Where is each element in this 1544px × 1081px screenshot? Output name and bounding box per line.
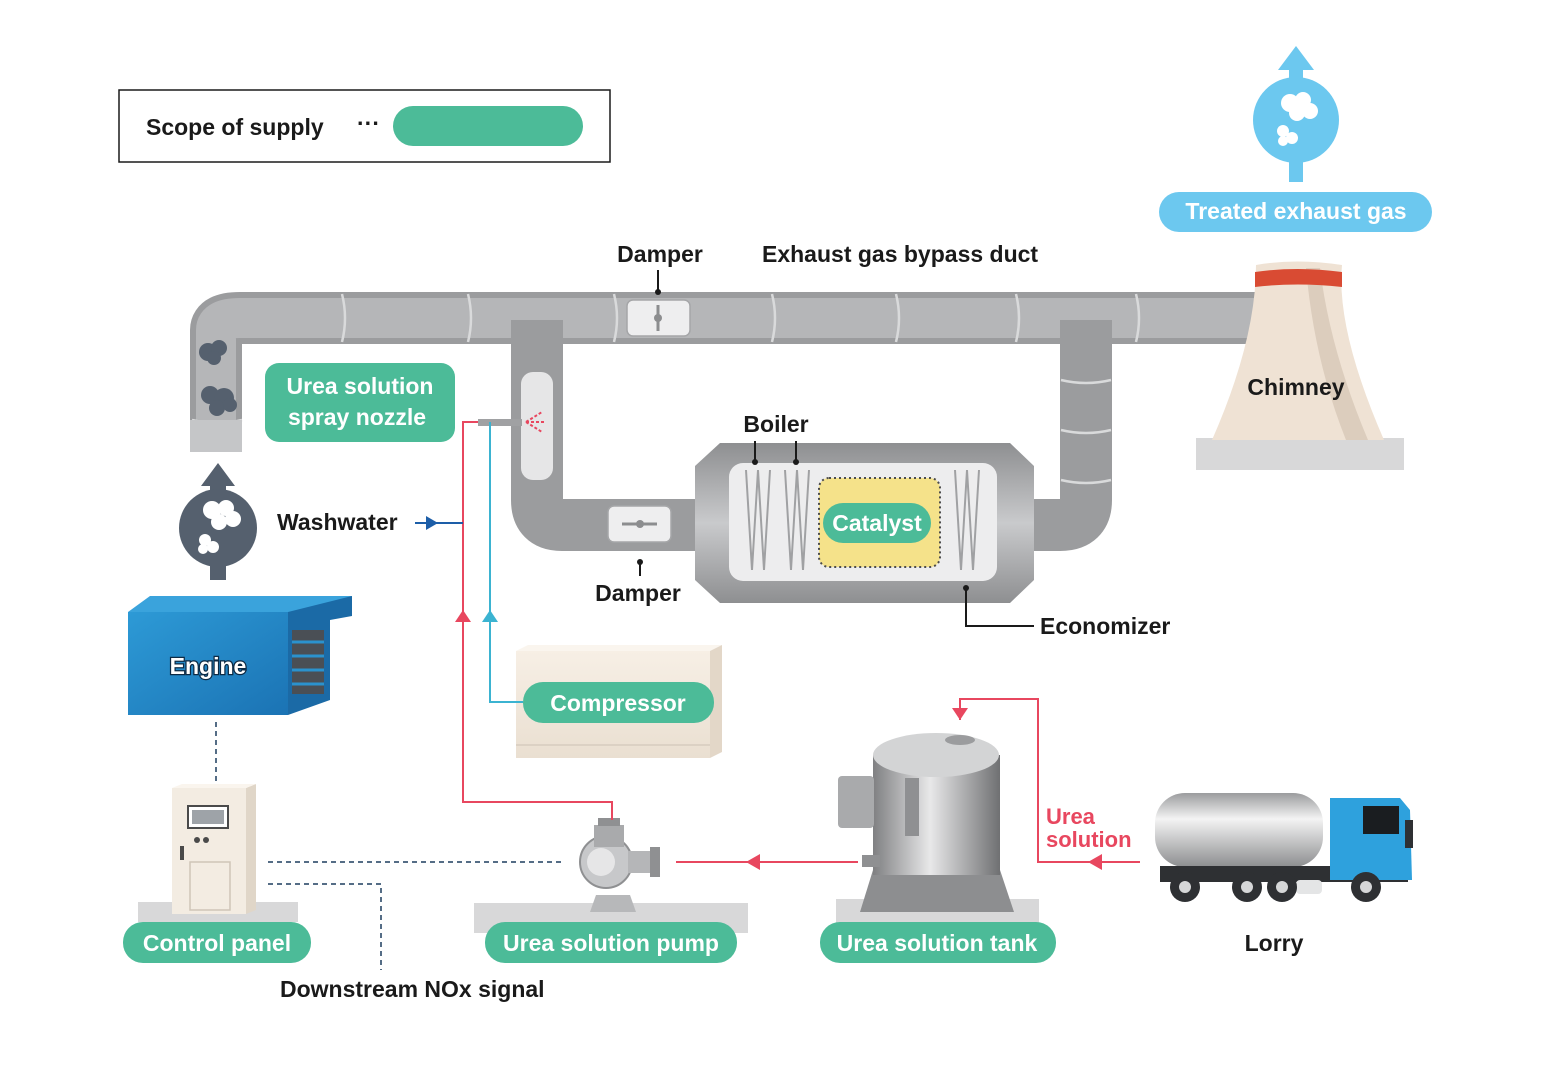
- washwater-label: Washwater: [277, 509, 398, 535]
- chimney-label: Chimney: [1247, 374, 1344, 400]
- spray-nozzle-pill: [265, 363, 455, 442]
- urea-tank-pill: [820, 922, 1056, 963]
- catalyst-pill: [823, 503, 931, 543]
- urea-flow-lines: [462, 421, 1140, 863]
- pump-icon: [474, 818, 748, 933]
- bypass-duct-label: Exhaust gas bypass duct: [762, 241, 1038, 267]
- compressor-pill: [523, 682, 714, 723]
- damper-top-label: Damper: [617, 241, 703, 267]
- spray-nozzle-label-1: Urea solution: [287, 373, 434, 399]
- urea-tank-label: Urea solution tank: [837, 930, 1038, 956]
- control-panel-pill: [123, 922, 311, 963]
- damper-bottom: [607, 505, 672, 576]
- damper-top: [626, 270, 691, 337]
- boiler-label: Boiler: [743, 411, 808, 437]
- control-panel-icon: [138, 784, 298, 922]
- tank-icon: [836, 733, 1039, 923]
- treated-gas-label: Treated exhaust gas: [1185, 198, 1406, 224]
- urea-solution-label-1: Urea: [1046, 804, 1096, 829]
- treated-gas-icon: [1253, 46, 1339, 182]
- nozzle-section: [521, 372, 553, 480]
- nozzle-spray-icon: [478, 411, 544, 433]
- control-panel-label: Control panel: [143, 930, 291, 956]
- nox-signal-label: Downstream NOx signal: [280, 976, 545, 1002]
- legend-box: Scope of supply ···: [118, 89, 611, 163]
- damper-bottom-label: Damper: [595, 580, 681, 606]
- compressor-label: Compressor: [550, 690, 686, 716]
- legend-label: Scope of supply: [146, 114, 324, 140]
- chimney-icon: [1196, 261, 1404, 470]
- lorry-icon: [1155, 793, 1413, 902]
- spray-nozzle-label-2: spray nozzle: [288, 404, 426, 430]
- washwater-line: [415, 516, 463, 530]
- exhaust-gas-icon: [199, 340, 237, 416]
- exhaust-duct: [190, 292, 1262, 551]
- urea-pump-label: Urea solution pump: [503, 930, 719, 956]
- urea-solution-label-2: solution: [1046, 827, 1132, 852]
- signal-lines: [215, 722, 562, 970]
- lorry-label: Lorry: [1245, 930, 1304, 956]
- catalyst-label: Catalyst: [832, 510, 922, 536]
- air-flow-line: [482, 422, 523, 703]
- urea-pump-pill: [485, 922, 737, 963]
- legend-swatch: [393, 106, 583, 146]
- treated-gas-pill: [1159, 192, 1432, 232]
- urea-flow-arrows: [455, 610, 1102, 870]
- engine-exhaust-icon: [179, 463, 257, 580]
- engine-label: Engine: [170, 653, 247, 679]
- economizer-label: Economizer: [1040, 613, 1170, 639]
- legend-dots: ···: [357, 110, 380, 136]
- engine-icon: [128, 596, 352, 715]
